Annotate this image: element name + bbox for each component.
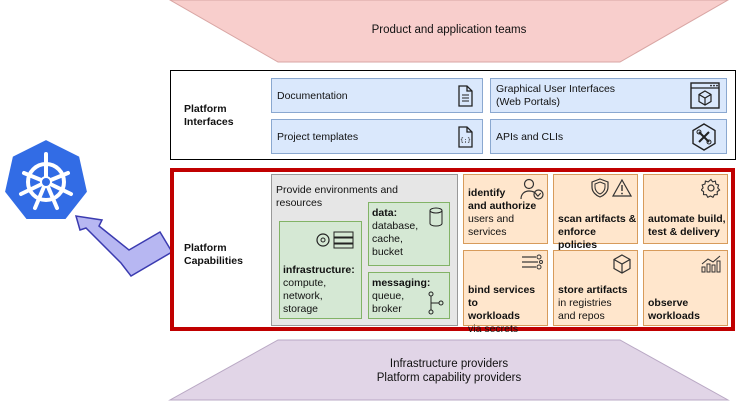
environments-title-line-1: Provide environments and <box>276 184 398 196</box>
web-portal-icon <box>690 82 720 109</box>
data-text: data: database, cache, bucket <box>372 207 418 259</box>
template-icon: {;} <box>458 126 473 148</box>
interface-apis-label: APIs and CLIs <box>496 131 564 143</box>
capabilities-title-line-2: Capabilities <box>184 255 243 267</box>
bottom-banner-line-1: Infrastructure providers <box>389 358 509 370</box>
arrow-to-logo <box>74 215 174 277</box>
interface-web-portals-label: Graphical User Interfaces (Web Portals) <box>496 83 615 109</box>
chart-icon <box>701 255 721 273</box>
svg-text:{;}: {;} <box>460 137 471 144</box>
messaging-line-2: broker <box>372 303 402 315</box>
bottom-banner-shape <box>168 339 730 401</box>
interface-project-templates: Project templates {;} <box>271 119 483 154</box>
platform-interfaces-title: Platform Interfaces <box>184 103 234 129</box>
card-observe-workloads: observe workloads <box>643 250 728 326</box>
card-identify-normal-1: users and <box>468 213 515 225</box>
card-scan-text: scan artifacts & enforce policies <box>558 213 637 252</box>
data-line-1: database, <box>372 220 419 232</box>
card-scan-bold-1: scan artifacts & <box>558 213 637 225</box>
card-identify-bold-2: and authorize <box>468 200 537 212</box>
card-automate-bold-1: automate build, <box>648 213 726 225</box>
card-automate-build: automate build, test & delivery <box>643 174 728 244</box>
infrastructure-line-3: storage <box>283 303 319 315</box>
package-icon <box>613 254 631 274</box>
broker-icon <box>428 291 444 315</box>
data-line-2: cache, <box>372 233 403 245</box>
kubernetes-logo <box>2 137 90 221</box>
interface-apis-clis: APIs and CLIs <box>490 119 727 154</box>
messaging-heading: messaging: <box>372 277 431 289</box>
interfaces-title-line-1: Platform <box>184 103 227 115</box>
bottom-banner-text: Infrastructure providers Platform capabi… <box>278 357 620 385</box>
card-bind-services: bind services to workloads via secrets <box>463 250 548 335</box>
top-banner-text: Product and application teams <box>371 24 527 36</box>
card-identify-text: identify and authorize users and service… <box>468 187 536 239</box>
data-box: data: database, cache, bucket <box>368 202 450 266</box>
card-store-normal-2: and repos <box>558 310 605 322</box>
capabilities-title-line-1: Platform <box>184 242 227 254</box>
card-bind-bold-1: bind services to <box>468 284 536 309</box>
infrastructure-text: infrastructure: compute, network, storag… <box>283 264 355 316</box>
data-heading: data: <box>372 207 398 219</box>
card-identify-bold-1: identify <box>468 187 506 199</box>
card-identify-authorize: identify and authorize users and service… <box>463 174 548 244</box>
platform-capabilities-section <box>170 168 735 331</box>
infrastructure-heading: infrastructure: <box>283 264 355 276</box>
data-line-3: bucket <box>372 246 403 258</box>
card-observe-text: observe workloads <box>648 297 700 323</box>
infrastructure-line-1: compute, <box>283 277 327 289</box>
server-icon <box>316 231 354 249</box>
platform-interfaces-section <box>170 70 736 160</box>
card-scan-bold-2: enforce policies <box>558 226 598 251</box>
environments-title: Provide environments and resources <box>276 184 398 210</box>
messaging-line-1: queue, <box>372 290 405 302</box>
web-portals-line-2: (Web Portals) <box>496 96 560 108</box>
card-store-normal-1: in registries <box>558 297 612 309</box>
bottom-banner-line-2: Platform capability providers <box>376 372 522 384</box>
card-store-bold-1: store artifacts <box>558 284 628 296</box>
web-portals-line-1: Graphical User Interfaces <box>496 83 616 95</box>
top-banner-shape <box>168 0 730 63</box>
document-icon <box>458 85 473 107</box>
connector-icon <box>522 254 543 270</box>
interface-web-portals: Graphical User Interfaces (Web Portals) <box>490 78 727 113</box>
tools-icon <box>692 123 716 151</box>
card-bind-bold-2: workloads <box>468 310 520 322</box>
card-observe-bold-2: workloads <box>648 310 700 322</box>
platform-capabilities-title: Platform Capabilities <box>184 242 243 268</box>
environments-title-line-2: resources <box>276 197 323 209</box>
card-automate-bold-2: test & delivery <box>648 226 720 238</box>
infrastructure-box: infrastructure: compute, network, storag… <box>279 221 362 319</box>
interfaces-title-line-2: Interfaces <box>184 116 234 128</box>
interface-documentation-label: Documentation <box>277 90 348 102</box>
messaging-text: messaging: queue, broker <box>372 277 430 316</box>
card-bind-normal-1: via secrets <box>468 323 519 335</box>
card-automate-text: automate build, test & delivery <box>648 213 726 239</box>
shield-warning-icon <box>591 178 632 198</box>
card-store-text: store artifacts in registries and repos <box>558 284 627 323</box>
gear-icon <box>701 178 721 198</box>
card-scan-enforce: scan artifacts & enforce policies <box>553 174 638 251</box>
card-observe-bold-1: observe <box>648 297 689 309</box>
card-identify-normal-2: services <box>468 226 507 238</box>
card-bind-text: bind services to workloads via secrets <box>468 284 547 336</box>
card-store-artifacts: store artifacts in registries and repos <box>553 250 638 326</box>
user-check-icon <box>520 178 544 200</box>
interface-documentation: Documentation <box>271 78 483 113</box>
database-icon <box>429 207 443 227</box>
messaging-box: messaging: queue, broker <box>368 272 450 319</box>
interface-templates-label: Project templates <box>277 131 359 143</box>
infrastructure-line-2: network, <box>283 290 323 302</box>
